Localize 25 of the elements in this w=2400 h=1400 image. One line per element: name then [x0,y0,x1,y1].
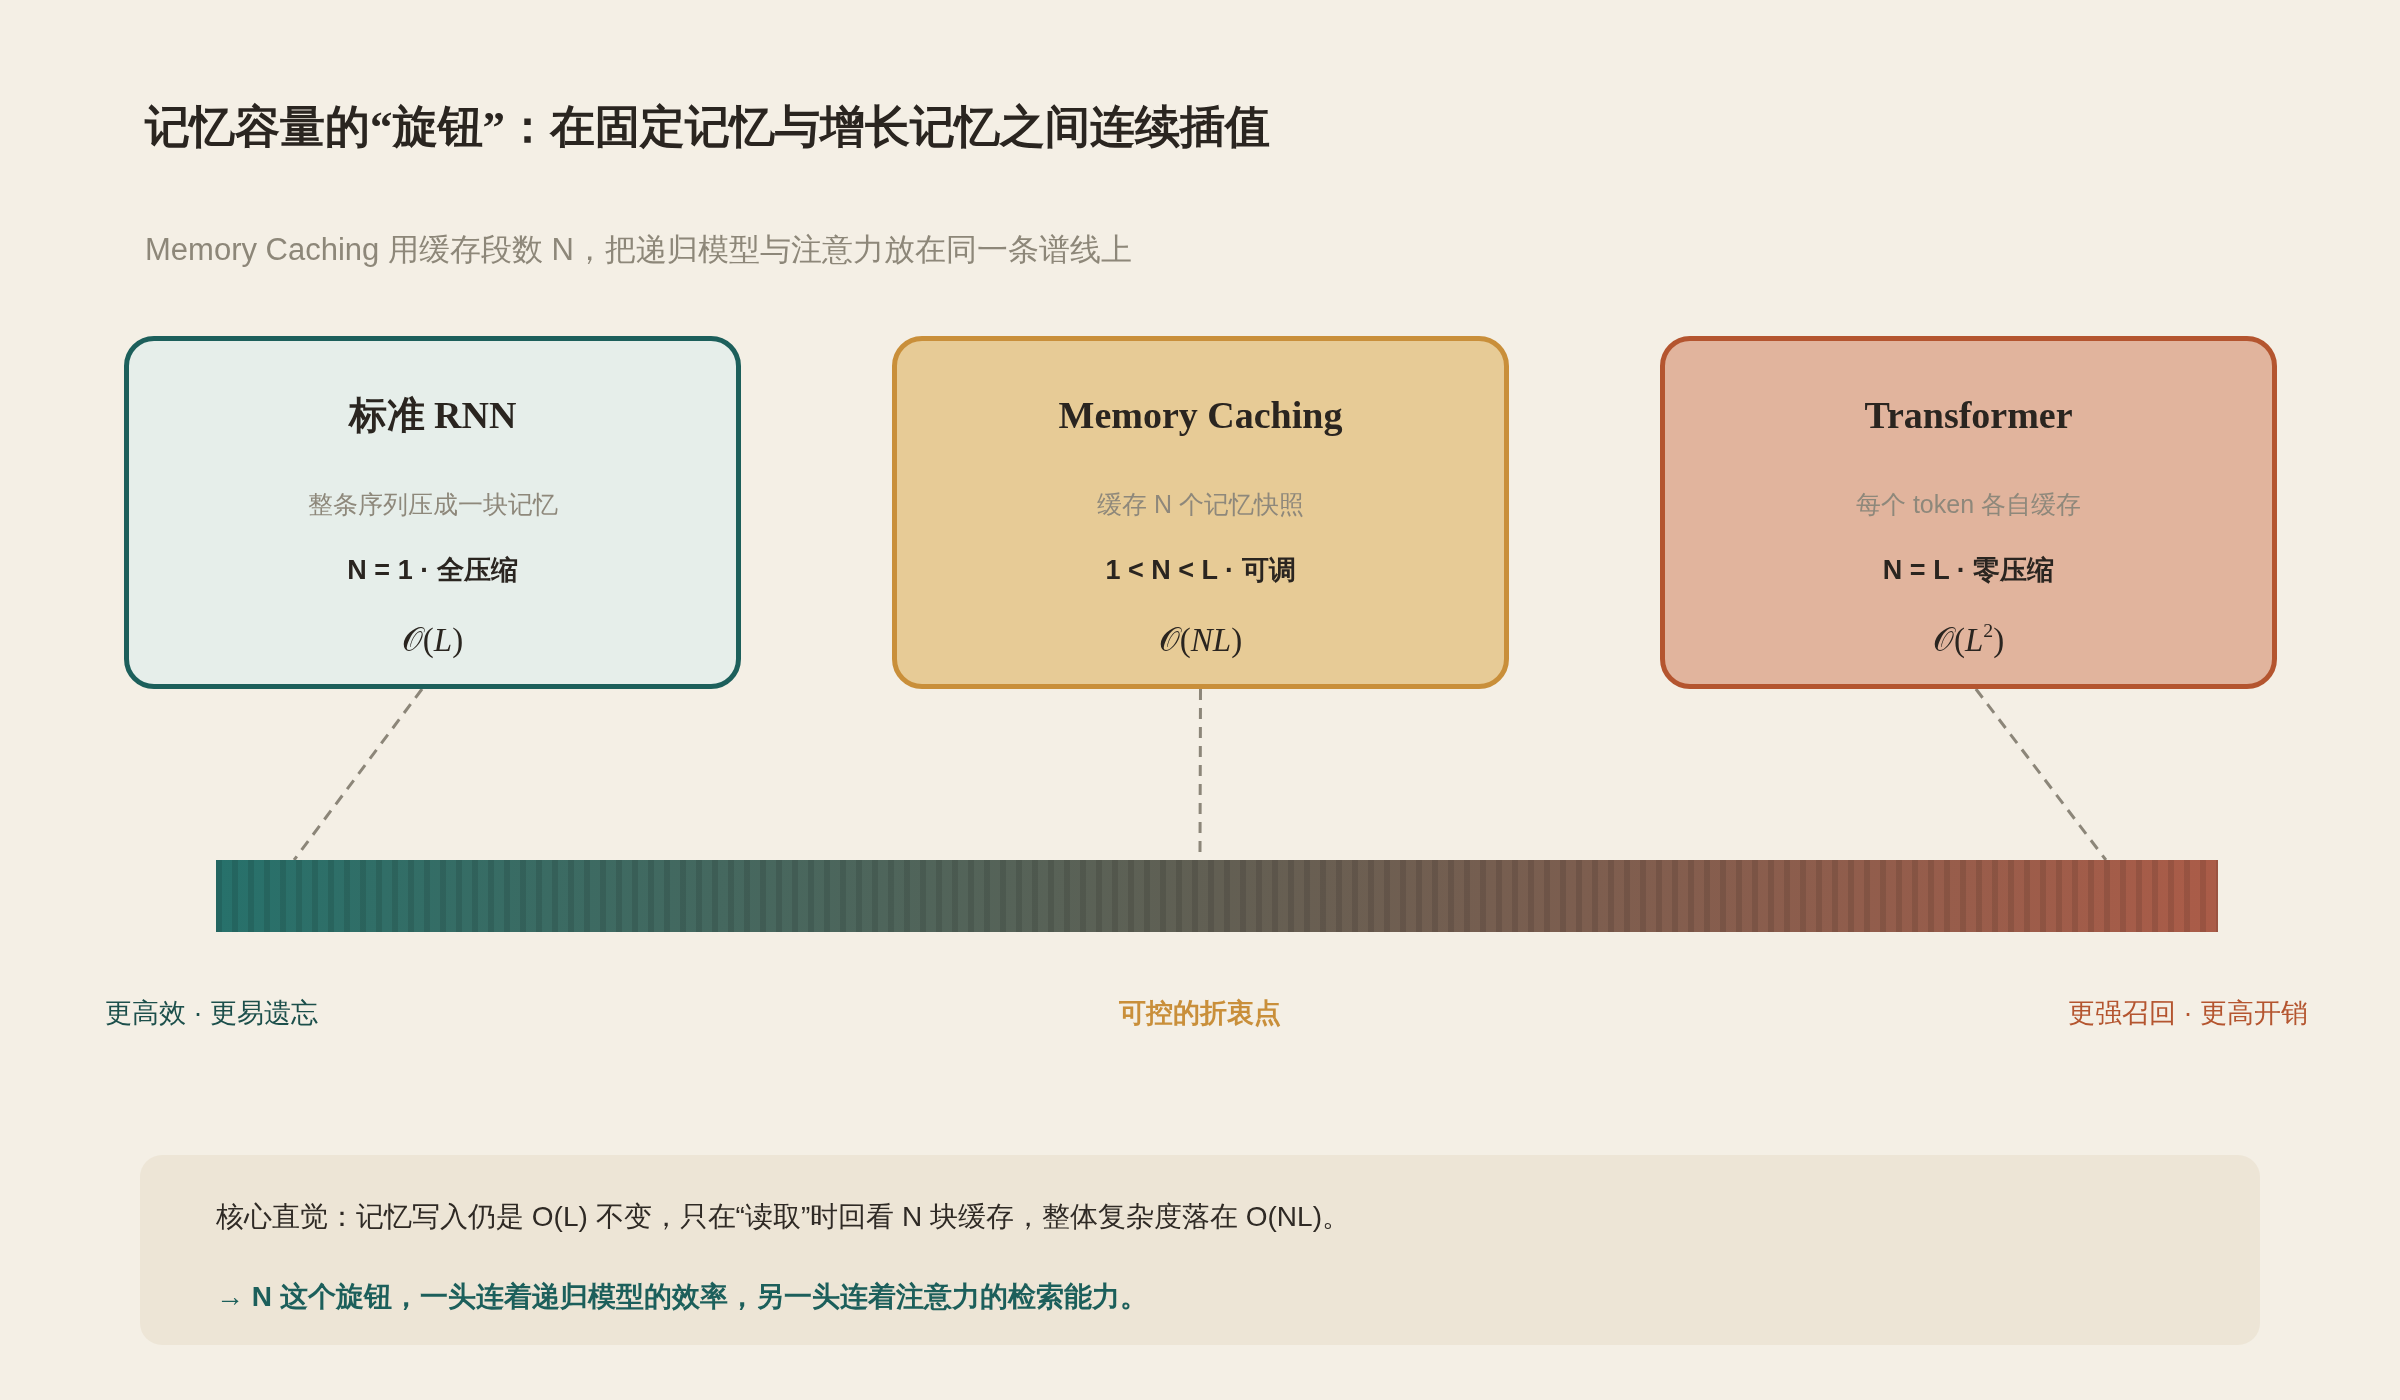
complexity-formula: 𝒪(L$^{2}$) [1932,622,2005,658]
card-setting: 1 < N < L · 可调 [1105,555,1296,585]
scale-label: 更强召回 · 更高开销 [2068,997,2308,1030]
note-text: 核心直觉：记忆写入仍是 O(L) 不变，只在“读取”时回看 N 块缓存，整体复杂度落在 O(NL)。 [216,1201,1350,1232]
info-card [892,336,1509,689]
complexity-formula: 𝒪(NL) [1158,622,1243,658]
card-setting: N = 1 · 全压缩 [347,555,518,585]
card-heading: Transformer [1864,394,2073,436]
card-description: 缓存 N 个记忆快照 [1097,490,1304,518]
card-heading: Memory Caching [1058,394,1343,436]
scale-label: 可控的折衷点 [1119,997,1281,1030]
card-description: 整条序列压成一块记忆 [307,490,558,518]
subtitle: Memory Caching 用缓存段数 N，把递归模型与注意力放在同一条谱线上 [145,231,1132,269]
scale-label: 更高效 · 更易遗忘 [105,997,318,1030]
leader-line [292,688,424,861]
card-setting: N = L · 零压缩 [1882,555,2055,585]
leader-line [1974,688,2108,861]
complexity-formula: 𝒪(L) [401,622,464,658]
card-heading: 标准 RNN [348,394,517,436]
info-card [1660,336,2277,689]
info-card [124,336,741,689]
note-highlight: → N 这个旋钮，一头连着递归模型的效率，另一头连着注意力的检索能力。 [216,1281,1148,1312]
title: 记忆容量的“旋钮”：在固定记忆与增长记忆之间连续插值 [145,101,1270,154]
gradient-bar [216,860,2218,932]
card-description: 每个 token 各自缓存 [1855,490,2082,518]
